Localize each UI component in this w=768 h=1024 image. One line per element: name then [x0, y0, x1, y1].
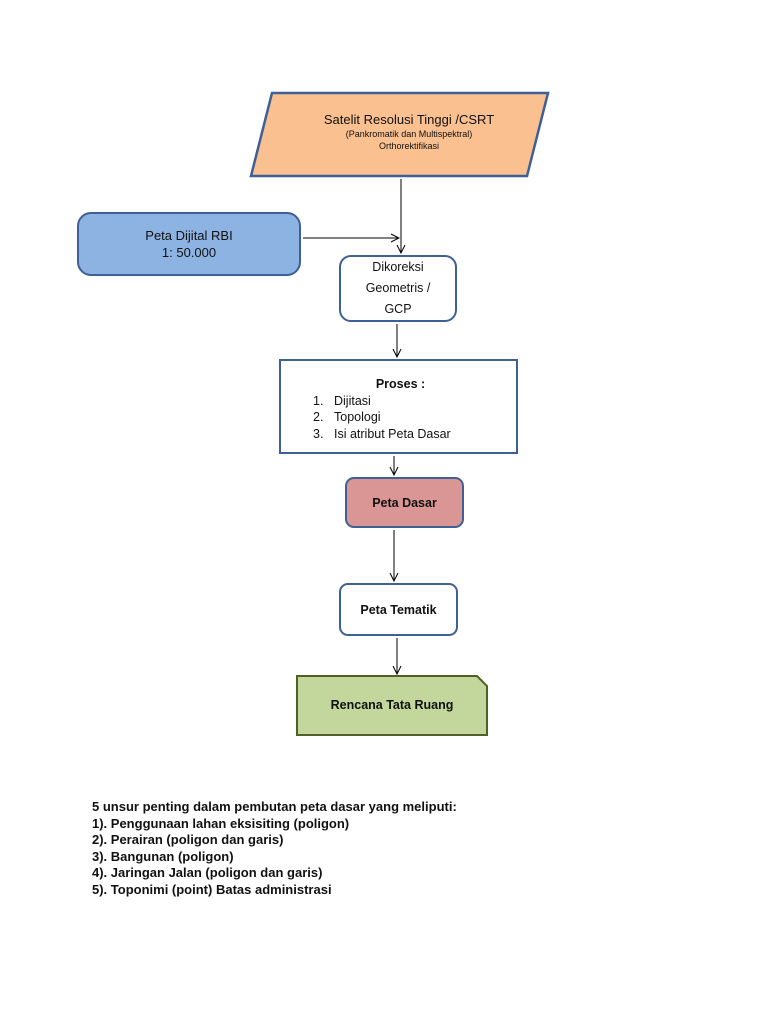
notes-item: 3). Bangunan (poligon): [92, 848, 234, 864]
rbi-scale: 1: 50.000: [161, 245, 217, 260]
koreksi-line-3: GCP: [384, 302, 412, 316]
rbi-title: Peta Dijital RBI: [145, 228, 233, 243]
proses-item-number: 3.: [313, 426, 324, 441]
peta-tematik-node: Peta Tematik: [339, 583, 458, 636]
peta-dasar-node: Peta Dasar: [345, 477, 464, 528]
rencana-tata-ruang-node: Rencana Tata Ruang: [297, 675, 487, 735]
koreksi-line-1: Dikoreksi: [372, 260, 424, 274]
notes-item: 2). Perairan (poligon dan garis): [92, 832, 284, 847]
koreksi-node: Dikoreksi Geometris / GCP: [339, 255, 457, 322]
rencana-shape: [296, 675, 488, 736]
notes-heading: 5 unsur penting dalam pembutan peta dasa…: [92, 799, 457, 814]
satellite-shape: [249, 91, 550, 178]
koreksi-line-2: Geometris /: [365, 281, 431, 295]
proses-item-label: Dijitasi: [334, 393, 371, 408]
notes-block: 5 unsur penting dalam pembutan peta dasa…: [92, 799, 457, 898]
notes-item: 4). Jaringan Jalan (poligon dan garis): [92, 865, 323, 880]
proses-item: 3. Isi atribut Peta Dasar: [313, 426, 451, 443]
satellite-title: Satelit Resolusi Tinggi /CSRT: [323, 112, 495, 127]
satellite-subtitle: (Pankromatik dan Multispektral): [345, 129, 473, 139]
proses-title: Proses :: [375, 377, 426, 391]
proses-item: 1. Dijitasi: [313, 393, 451, 410]
proses-item-label: Topologi: [334, 410, 381, 424]
notes-item: 5). Toponimi (point) Batas administrasi: [92, 881, 332, 897]
proses-node: Proses : 1. Dijitasi 2. Topologi 3. Isi …: [279, 359, 518, 454]
peta-dijital-rbi-node: Peta Dijital RBI 1: 50.000: [77, 212, 301, 276]
proses-item: 2. Topologi: [313, 409, 451, 426]
proses-item-number: 1.: [313, 393, 324, 408]
peta-dasar-label: Peta Dasar: [372, 495, 437, 510]
satellite-node: Satelit Resolusi Tinggi /CSRT (Pankromat…: [270, 107, 548, 157]
proses-item-label: Isi atribut Peta Dasar: [334, 426, 451, 441]
peta-tematik-label: Peta Tematik: [360, 602, 437, 617]
proses-item-number: 2.: [313, 410, 324, 424]
rencana-label: Rencana Tata Ruang: [330, 698, 454, 712]
proses-list: 1. Dijitasi 2. Topologi 3. Isi atribut P…: [313, 393, 451, 443]
notes-item: 1). Penggunaan lahan eksisiting (poligon…: [92, 815, 350, 831]
satellite-subtitle-2: Orthorektifikasi: [378, 141, 440, 151]
